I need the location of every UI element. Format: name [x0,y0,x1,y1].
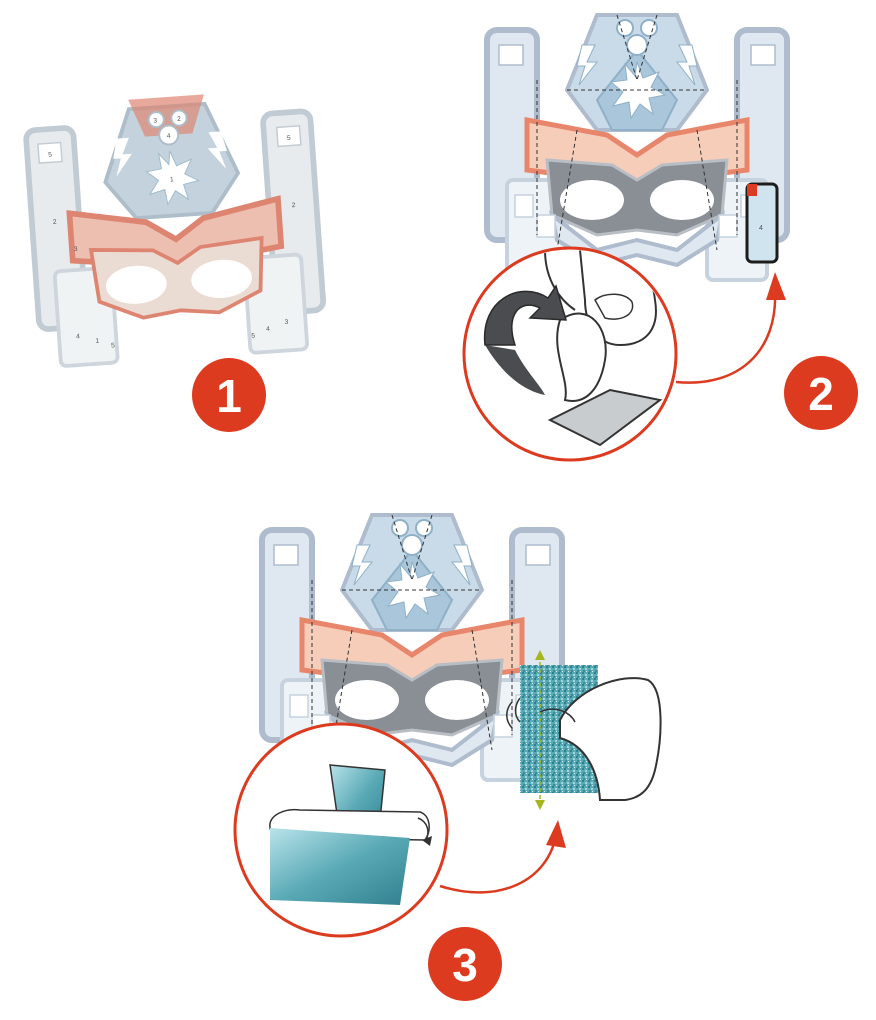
hand-pressing-icon [506,650,662,810]
tile-bottom-right-c: 5 [251,332,255,339]
step-1-badge: 1 [192,358,266,432]
step-3-number: 3 [452,939,478,991]
tile-bottom-right-b: 4 [266,326,270,333]
step-3-badge: 3 [428,927,502,1001]
step-3-arrow [439,834,558,894]
step-2-inset [462,246,678,462]
tile-top-small-a: 3 [153,117,157,124]
step-2-mask: 4 [487,15,787,280]
tile-right-mid: 2 [292,202,296,209]
step-2-arrow [675,289,777,384]
tile-center-star: 1 [170,176,174,183]
tile-left-top: 5 [48,151,52,158]
tile-highlighted-flap: 4 [759,225,763,232]
tile-left-cheek: 3 [74,246,78,253]
tile-bottom-left-c: 5 [111,342,115,349]
tile-bottom-left-a: 4 [76,333,80,340]
tile-bottom-left-b: 1 [95,338,99,345]
step-2-number: 2 [808,368,834,420]
tile-top-small-b: 2 [177,116,181,123]
step-2-badge: 2 [784,356,858,430]
tile-left-mid: 2 [53,219,57,226]
tile-right-top: 5 [287,135,291,142]
tile-bottom-right-a: 3 [284,319,288,326]
highlighted-flap [745,182,779,264]
peel-glitter-backing-icon [269,764,432,905]
step-1-number: 1 [216,370,242,422]
tile-top-center: 4 [167,133,171,140]
step-3-inset [233,722,449,938]
step-1-mask: 5 5 2 2 3 2 4 1 3 4 1 5 3 4 5 [23,94,326,368]
